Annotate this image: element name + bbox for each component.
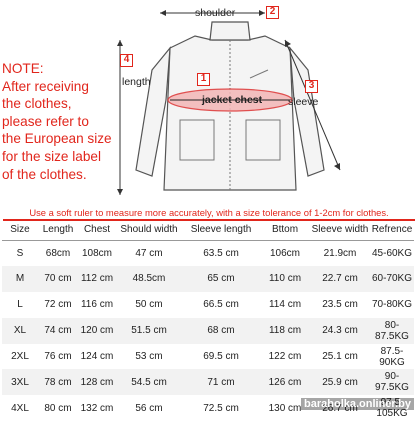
header-reference: Refrence: [370, 220, 414, 241]
header-sleeve-length: Sleeve length: [182, 220, 260, 241]
note-line: After receiving: [2, 78, 89, 94]
table-cell: 22.7 cm: [310, 265, 370, 292]
table-cell: 48.5cm: [116, 265, 182, 292]
table-cell: 114 cm: [268, 299, 302, 311]
header-sleeve-width: Sleeve width: [310, 220, 370, 241]
table-header-row: Size Length Chest Should width Sleeve le…: [2, 220, 414, 241]
table-cell: 63.5 cm: [203, 247, 239, 259]
jacket-chest-label: jacket chest: [202, 94, 263, 106]
table-cell: 132 cm: [80, 402, 114, 414]
table-cell: 71 cm: [182, 369, 260, 396]
header-should-width: Should width: [116, 220, 182, 241]
table-row: L 72 cm 116 cm 50 cm 66.5 cm 114 cm 23.5…: [2, 292, 414, 318]
note-line: of the clothes.: [2, 166, 87, 182]
table-cell: 78 cm: [38, 369, 78, 396]
table-cell: 56 cm: [135, 402, 163, 414]
table-cell: 90-97.5KG: [370, 369, 414, 396]
table-cell: 128 cm: [78, 369, 116, 396]
marker-sleeve: 3: [305, 80, 318, 93]
marker-shoulder: 2: [266, 6, 279, 19]
table-cell: XL: [2, 317, 38, 344]
table-row: 3XL 78 cm 128 cm 54.5 cm 71 cm 126 cm 25…: [2, 369, 414, 396]
table-cell: 110 cm: [260, 265, 310, 292]
table-cell: 60-70KG: [370, 265, 414, 292]
table-cell: 25.9 cm: [310, 369, 370, 396]
header-size: Size: [2, 220, 38, 241]
length-label: length: [122, 76, 151, 88]
table-cell: 108cm: [81, 247, 112, 259]
table-cell: 80 cm: [44, 402, 72, 414]
table-cell: 130 cm: [268, 402, 302, 414]
table-cell: 126 cm: [260, 369, 310, 396]
table-cell: 54.5 cm: [116, 369, 182, 396]
table-row: M 70 cm 112 cm 48.5cm 65 cm 110 cm 22.7 …: [2, 265, 414, 292]
marker-length: 4: [120, 54, 133, 67]
table-cell: 74 cm: [38, 317, 78, 344]
table-cell: 120 cm: [78, 317, 116, 344]
table-cell: 70 cm: [38, 265, 78, 292]
table-cell: 69.5 cm: [203, 351, 239, 362]
note-line: please refer to: [2, 113, 89, 129]
table-cell: 65 cm: [182, 265, 260, 292]
table-row: XL 74 cm 120 cm 51.5 cm 68 cm 118 cm 24.…: [2, 317, 414, 344]
table-cell: 70-80KG: [371, 299, 413, 311]
table-cell: M: [2, 265, 38, 292]
table-cell: 53 cm: [135, 351, 163, 362]
table-cell: 26.7 cm: [322, 402, 358, 414]
table-cell: 68 cm: [182, 317, 260, 344]
note-line: NOTE:: [2, 61, 44, 76]
shoulder-label: shoulder: [195, 7, 236, 19]
table-cell: 87.5-90KG: [379, 345, 405, 368]
table-cell: 118 cm: [260, 317, 310, 344]
note-line: for the size label: [2, 148, 101, 164]
table-cell: 112 cm: [78, 265, 116, 292]
table-cell: L: [17, 299, 23, 311]
jacket-illustration: shoulder length jacket chest sleeve 1 2 …: [100, 0, 418, 205]
table-cell: S: [16, 247, 24, 259]
measure-note: Use a soft ruler to measure more accurat…: [29, 207, 389, 218]
table-cell: 72 cm: [44, 299, 72, 311]
header-length: Length: [38, 220, 78, 241]
size-note: NOTE: After receiving the clothes, pleas…: [2, 60, 162, 183]
table-cell: 45-60KG: [371, 247, 413, 259]
table-cell: 24.3 cm: [310, 317, 370, 344]
table-cell: 76 cm: [44, 351, 72, 362]
table-row: 2XL 76 cm 124 cm 53 cm 69.5 cm 122 cm 25…: [2, 344, 414, 370]
table-cell: 124 cm: [80, 351, 114, 362]
table-row: S 68cm 108cm 47 cm 63.5 cm 106cm 21.9cm …: [2, 240, 414, 266]
table-cell: 50 cm: [135, 299, 163, 311]
table-cell: 72.5 cm: [203, 402, 239, 414]
header-chest: Chest: [78, 220, 116, 241]
sleeve-label: sleeve: [288, 96, 319, 108]
table-cell: 68cm: [45, 247, 71, 259]
table-cell: 66.5 cm: [203, 299, 239, 311]
table-cell: 23.5 cm: [322, 299, 358, 311]
table-cell: 21.9cm: [323, 247, 357, 259]
table-cell: 25.1 cm: [322, 351, 358, 362]
table-cell: 116 cm: [80, 299, 114, 311]
note-line: the clothes,: [2, 96, 72, 112]
watermark: baraholka.onliner.by: [301, 398, 414, 410]
note-line: the European size: [2, 131, 112, 147]
table-cell: 4XL: [11, 402, 29, 414]
table-cell: 122 cm: [268, 351, 302, 362]
table-cell: 2XL: [11, 351, 29, 362]
table-cell: 51.5 cm: [116, 317, 182, 344]
table-cell: 80-87.5KG: [370, 317, 414, 344]
table-cell: 3XL: [2, 369, 38, 396]
marker-chest: 1: [197, 73, 210, 86]
header-bottom: Bttom: [260, 220, 310, 241]
size-table: Size Length Chest Should width Sleeve le…: [2, 220, 414, 421]
table-cell: 47 cm: [135, 247, 163, 259]
table-cell: 106cm: [269, 247, 300, 259]
